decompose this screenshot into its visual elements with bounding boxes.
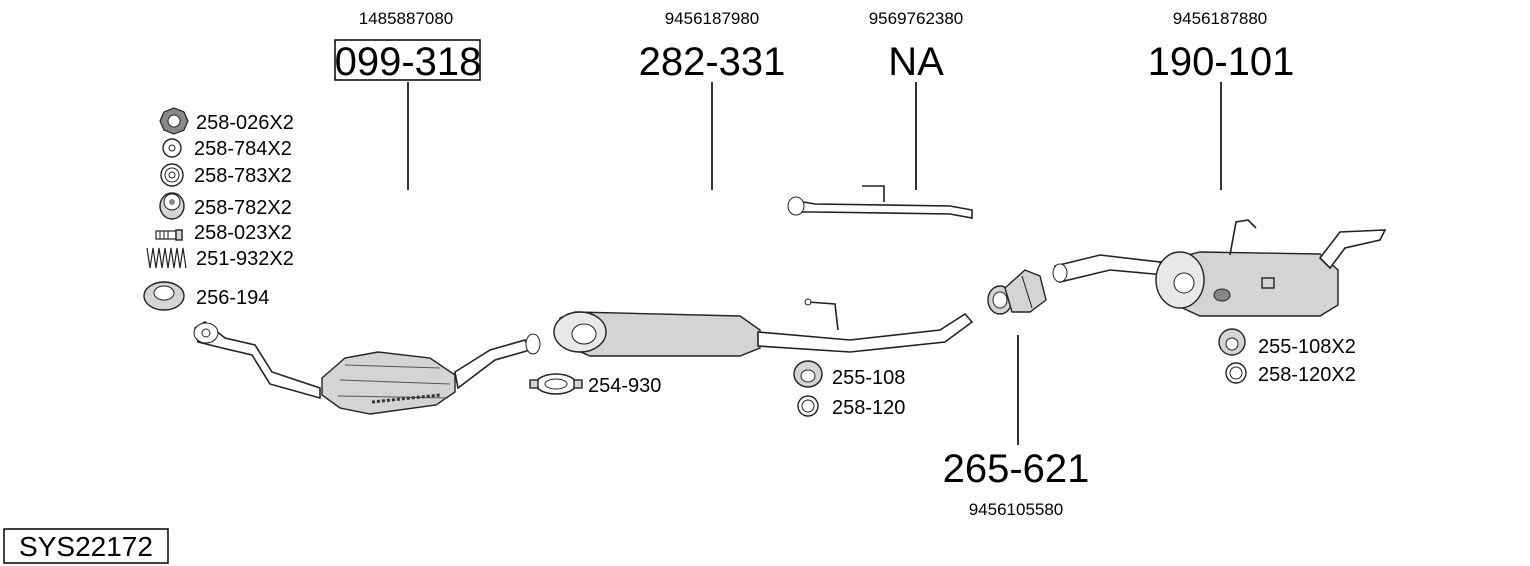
rear-silencer-drawing (1052, 219, 1387, 317)
clamp-icon (529, 373, 583, 395)
spring-icon (146, 247, 187, 269)
fitting-label-3: 258-783X2 (194, 165, 292, 187)
oem-cat: 1485887080 (359, 9, 454, 28)
gasket-ring-icon (143, 281, 185, 311)
system-code: SYS22172 (19, 531, 153, 562)
washer-icon (162, 138, 182, 158)
part-code-cat[interactable]: 099-318 (335, 40, 482, 84)
fitting-label-hanger-rear: 255-108X2 (1258, 336, 1356, 358)
system-code-box (3, 528, 169, 564)
fitting-label-4: 258-782X2 (194, 197, 292, 219)
bolt-icon (155, 229, 183, 241)
cat-code-box (334, 39, 481, 81)
part-code-front-pipe[interactable]: 282-331 (639, 40, 786, 84)
fitting-label-hanger-mid: 255-108 (832, 367, 905, 389)
oem-rear-silencer: 9456187880 (1173, 9, 1268, 28)
front-pipe-drawing (553, 298, 974, 357)
rubber-ring-icon (797, 395, 819, 417)
flange-nut-icon (159, 192, 185, 220)
spring-washer-icon (160, 163, 184, 187)
mid-pipe-drawing (787, 185, 973, 219)
part-code-rear-silencer[interactable]: 190-101 (1148, 40, 1295, 84)
rubber-hanger-icon (793, 360, 823, 388)
part-code-mid-pipe[interactable]: NA (888, 40, 944, 84)
rear-hanger-icon (1218, 328, 1246, 356)
oem-connector: 9456105580 (969, 500, 1064, 519)
oem-front-pipe: 9456187980 (665, 9, 760, 28)
part-code-connector[interactable]: 265-621 (943, 447, 1090, 491)
fitting-label-1: 258-026X2 (196, 112, 294, 134)
fitting-label-5: 258-023X2 (194, 222, 292, 244)
rear-ring-icon (1225, 362, 1247, 384)
connector-drawing (987, 269, 1047, 315)
oem-mid-pipe: 9569762380 (869, 9, 964, 28)
fitting-label-6: 251-932X2 (196, 248, 294, 270)
catalytic-converter-drawing (193, 321, 541, 415)
fitting-label-ring-rear: 258-120X2 (1258, 364, 1356, 386)
fitting-label-2: 258-784X2 (194, 138, 292, 160)
fitting-label-clamp: 254-930 (588, 375, 661, 397)
nut-icon (159, 107, 189, 135)
fitting-label-7: 256-194 (196, 287, 269, 309)
fitting-label-ring-mid: 258-120 (832, 397, 905, 419)
